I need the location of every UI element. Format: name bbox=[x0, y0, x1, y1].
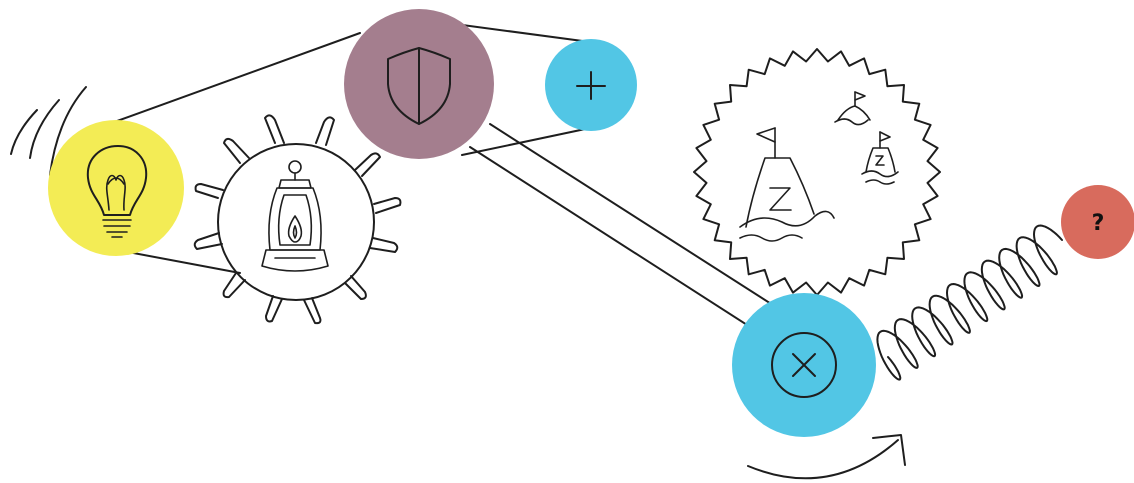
node-sleep[interactable] bbox=[693, 48, 941, 296]
node-shield[interactable] bbox=[344, 9, 494, 159]
node-idea[interactable] bbox=[48, 120, 184, 256]
rotate-arrow-icon bbox=[747, 434, 906, 480]
plus-icon bbox=[576, 71, 606, 100]
help-circle bbox=[1061, 185, 1134, 259]
connector-idea-shield bbox=[105, 32, 361, 126]
close-x-icon bbox=[771, 332, 837, 398]
idea-circle bbox=[48, 120, 184, 256]
motion-marks-icon bbox=[10, 86, 87, 176]
node-lantern[interactable] bbox=[193, 114, 402, 325]
connector-shield-add-bottom bbox=[461, 127, 591, 156]
shield-icon bbox=[387, 47, 451, 125]
sandcastle-sleep-icon bbox=[739, 91, 899, 242]
spring-coil bbox=[876, 224, 1063, 381]
zigzag-badge bbox=[693, 48, 941, 296]
connector-lines bbox=[105, 19, 591, 274]
node-add[interactable] bbox=[545, 39, 637, 131]
lantern-icon bbox=[261, 160, 329, 272]
lantern-circle bbox=[217, 143, 375, 301]
lantern-rays bbox=[193, 114, 402, 325]
connector-idea-lantern bbox=[127, 251, 241, 274]
node-action[interactable] bbox=[732, 293, 876, 437]
lightbulb-icon bbox=[86, 145, 148, 238]
question-icon: ? bbox=[1092, 211, 1105, 236]
node-help[interactable]: ? bbox=[1061, 185, 1134, 259]
